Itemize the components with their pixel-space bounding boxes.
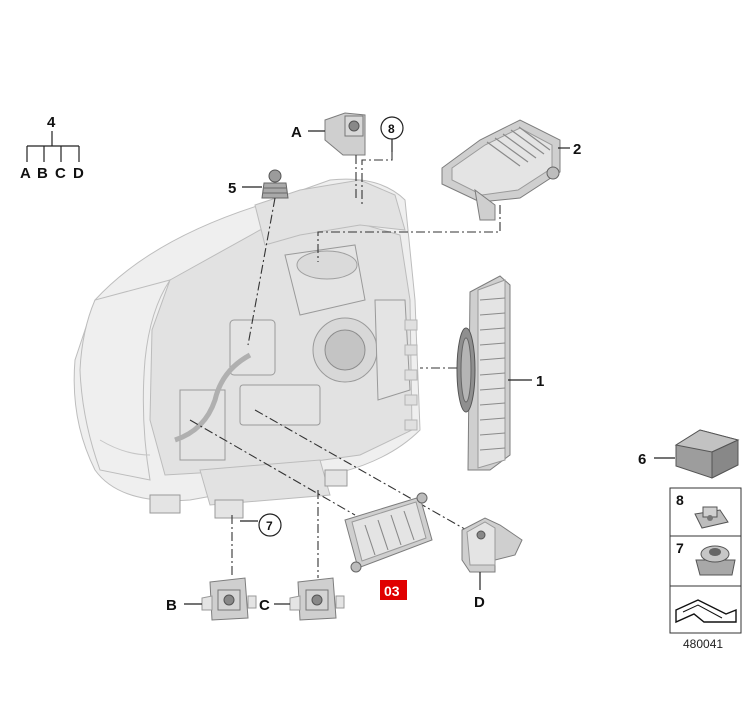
svg-text:7: 7	[266, 519, 273, 533]
sidebar-item-8: 8	[676, 492, 729, 529]
bracket-a-part: A	[291, 112, 366, 156]
highlight-label: 03	[384, 583, 400, 599]
cover-cap-part: 1	[456, 275, 544, 471]
box-part-6: 6	[638, 429, 740, 479]
bracket-c-part: C	[259, 577, 345, 621]
callout-a: A	[291, 124, 302, 141]
svg-text:7: 7	[676, 540, 684, 556]
catalog-number: 480041	[683, 637, 723, 651]
svg-text:8: 8	[388, 122, 395, 136]
module-part-03: 03	[344, 492, 433, 600]
callout-circle-8: 8	[380, 116, 404, 152]
sidebar-arrow-icon	[675, 599, 737, 624]
callout-2: 2	[573, 141, 581, 158]
sidebar-item-7: 7	[676, 540, 736, 576]
tree-child-b: B	[37, 165, 48, 182]
tree-child-d: D	[73, 165, 84, 182]
callout-d: D	[474, 594, 485, 611]
control-unit-part: 2	[441, 119, 581, 221]
tree-child-a: A	[20, 165, 31, 182]
callout-circle-7: 7	[240, 513, 282, 537]
sidebar-panel: 8 7 480041	[669, 487, 742, 651]
assembly-tree: 4 A B C D	[20, 114, 84, 182]
plug-part-5: 5	[228, 169, 289, 199]
tree-root-label: 4	[47, 114, 56, 131]
highlight-badge	[380, 580, 407, 600]
bracket-d-part: D	[461, 517, 523, 611]
tree-child-c: C	[55, 165, 66, 182]
headlight-housing	[73, 178, 421, 519]
callout-6: 6	[638, 451, 646, 468]
svg-text:8: 8	[676, 492, 684, 508]
assembly-lines	[189, 152, 501, 578]
callout-c: C	[259, 597, 270, 614]
callout-b: B	[166, 597, 177, 614]
callout-5: 5	[228, 180, 236, 197]
bracket-b-part: B	[166, 577, 257, 621]
callout-1: 1	[536, 373, 544, 390]
